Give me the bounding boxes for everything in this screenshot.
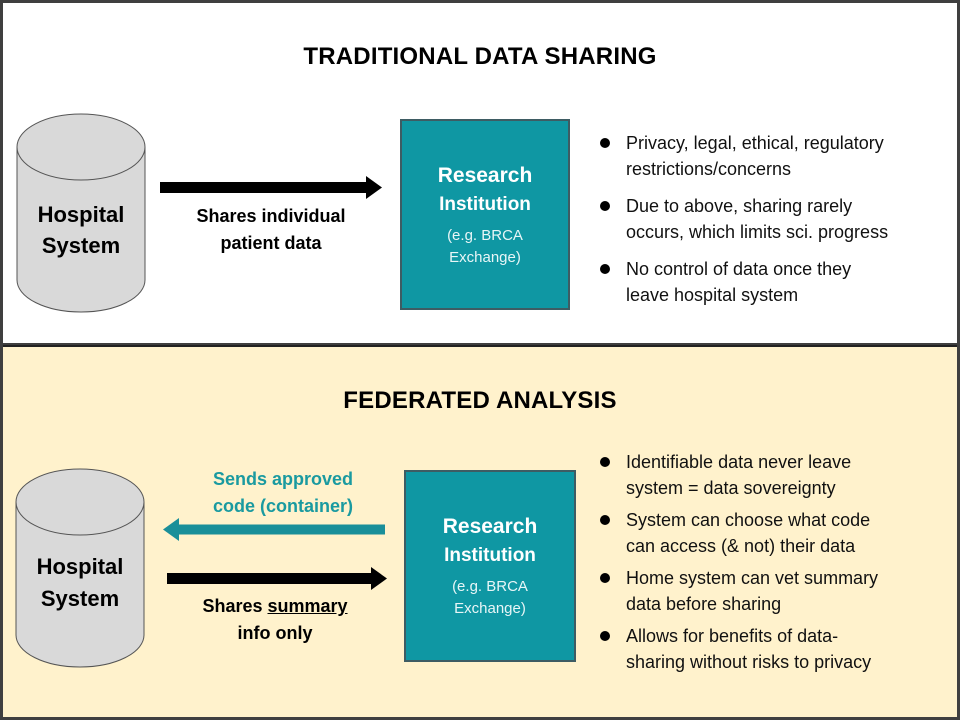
institution-label-line2: Institution [439, 194, 531, 215]
bullet-icon [600, 515, 610, 525]
traditional-panel: TRADITIONAL DATA SHARING Hospital System… [3, 3, 957, 343]
share-summary-prefix: Shares [202, 596, 268, 616]
research-institution-box: Research Institution (e.g. BRCA Exchange… [400, 119, 570, 310]
share-data-label: Shares individual patient data [171, 203, 371, 257]
share-summary-label-line2: info only [237, 623, 313, 643]
share-summary-label-line1: Shares summary [175, 593, 375, 620]
bullet-item: Identifiable data never leave system = d… [600, 449, 950, 501]
share-summary-arrow [167, 567, 387, 591]
federated-bullet-list: Identifiable data never leave system = d… [600, 449, 950, 681]
bullet-text: Allows for benefits of data- [626, 626, 839, 646]
institution-example-line2: Exchange) [454, 600, 526, 617]
bullet-text: Due to above, sharing rarely [626, 196, 853, 216]
arrow-left-icon [163, 518, 385, 541]
federated-panel: FEDERATED ANALYSIS Hospital System Sends… [3, 345, 957, 717]
hospital-label-line2: System [41, 233, 121, 258]
share-data-label-line2: patient data [220, 233, 322, 253]
research-institution-box: Research Institution (e.g. BRCA Exchange… [404, 470, 576, 662]
bullet-icon [600, 457, 610, 467]
institution-label-line1: Research [437, 164, 533, 187]
code-arrow-label-line2: code (container) [212, 496, 354, 516]
bullet-icon [600, 138, 610, 148]
bullet-text: Identifiable data never leave [626, 452, 852, 472]
bullet-text: Home system can vet summary [626, 568, 879, 588]
hospital-label-line1: Hospital [37, 202, 125, 227]
share-data-arrow [160, 176, 382, 200]
federated-title: FEDERATED ANALYSIS [343, 387, 617, 414]
share-summary-label: Shares summary info only [175, 593, 375, 647]
database-icon [15, 468, 145, 668]
traditional-title: TRADITIONAL DATA SHARING [303, 43, 657, 70]
bullet-icon [600, 264, 610, 274]
traditional-bullet-list: Privacy, legal, ethical, regulatory rest… [600, 130, 950, 319]
institution-label-line2: Institution [444, 545, 536, 566]
hospital-system-cylinder: Hospital System [16, 113, 146, 313]
hospital-system-cylinder: Hospital System [15, 468, 145, 668]
bullet-item: Due to above, sharing rarely occurs, whi… [600, 193, 950, 245]
institution-example: (e.g. BRCA Exchange) [406, 576, 574, 620]
bullet-item: Allows for benefits of data- sharing wit… [600, 623, 950, 675]
institution-example-line2: Exchange) [449, 249, 521, 266]
bullet-item: Home system can vet summary data before … [600, 565, 950, 617]
bullet-text: can access (& not) their data [626, 536, 856, 556]
code-arrow-label: Sends approved code (container) [183, 466, 383, 520]
bullet-text: restrictions/concerns [626, 159, 792, 179]
bullet-item: Privacy, legal, ethical, regulatory rest… [600, 130, 950, 182]
hospital-label-line2: System [40, 586, 120, 611]
send-code-arrow [163, 518, 385, 542]
bullet-text: sharing without risks to privacy [626, 652, 872, 672]
bullet-item: No control of data once they leave hospi… [600, 256, 950, 308]
arrow-right-icon [160, 176, 382, 199]
institution-example-line1: (e.g. BRCA [447, 227, 523, 244]
code-arrow-label-line1: Sends approved [212, 469, 354, 489]
bullet-text: occurs, which limits sci. progress [626, 222, 889, 242]
share-data-label-line1: Shares individual [196, 206, 346, 226]
bullet-icon [600, 631, 610, 641]
institution-label-line1: Research [442, 515, 538, 538]
bullet-icon [600, 573, 610, 583]
institution-example: (e.g. BRCA Exchange) [402, 225, 568, 269]
institution-example-line1: (e.g. BRCA [452, 578, 528, 595]
bullet-text: system = data sovereignty [626, 478, 836, 498]
share-summary-emphasis: summary [267, 596, 348, 616]
bullet-text: No control of data once they [626, 259, 852, 279]
bullet-text: leave hospital system [626, 285, 799, 305]
bullet-item: System can choose what code can access (… [600, 507, 950, 559]
database-icon [16, 113, 146, 313]
hospital-label-line1: Hospital [36, 554, 124, 579]
bullet-text: data before sharing [626, 594, 782, 614]
bullet-text: System can choose what code [626, 510, 871, 530]
bullet-icon [600, 201, 610, 211]
bullet-text: Privacy, legal, ethical, regulatory [626, 133, 884, 153]
arrow-right-icon [167, 567, 387, 590]
